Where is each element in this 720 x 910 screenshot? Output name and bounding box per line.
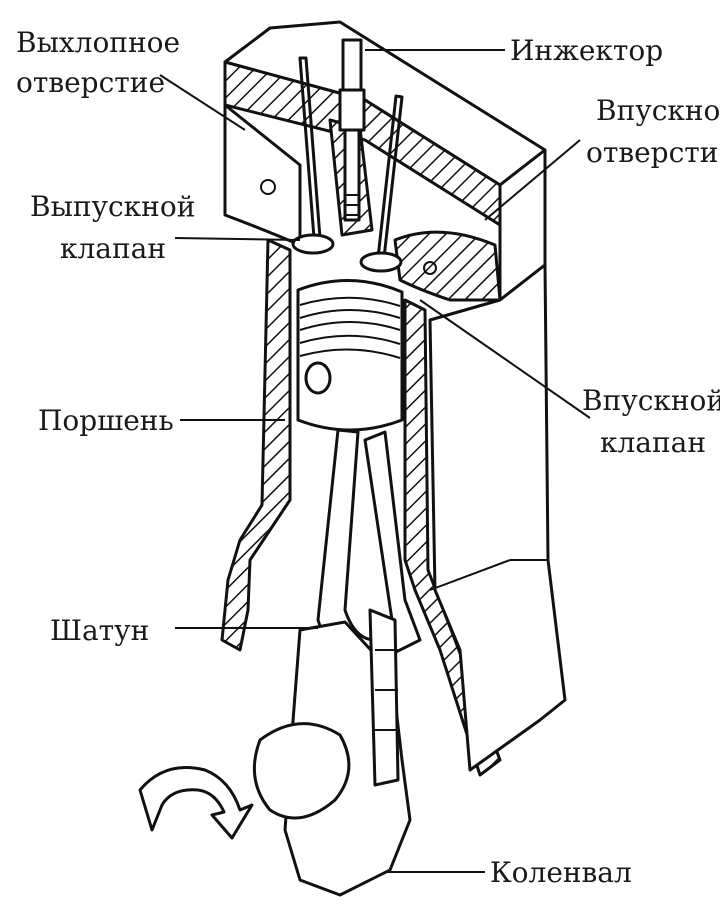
crank-counterweight — [370, 610, 398, 785]
label-connecting-rod: Шатун — [50, 614, 149, 647]
rotation-arrow-shape — [140, 768, 252, 839]
intake-valve-head — [361, 253, 401, 271]
piston — [298, 280, 402, 430]
injector-top — [343, 40, 361, 90]
label-intake-valve-line2: клапан — [600, 426, 706, 459]
injector — [340, 40, 364, 220]
label-intake-port-line2: отверстие — [586, 136, 720, 169]
label-injector: Инжектор — [510, 34, 663, 67]
label-piston: Поршень — [38, 404, 174, 437]
injector-body — [345, 130, 359, 220]
left-cylinder-wall — [222, 240, 290, 650]
exhaust-valve-head — [293, 235, 333, 253]
exhaust-port-body — [225, 105, 300, 245]
label-exhaust-valve-line1: Выпускной — [30, 190, 195, 223]
crankshaft — [254, 610, 410, 895]
piston-pin — [306, 363, 330, 393]
block-right-face — [430, 265, 565, 770]
rotation-arrow-icon — [140, 768, 252, 839]
label-intake-valve-line1: Впускной — [582, 384, 720, 417]
label-crankshaft: Коленвал — [490, 856, 632, 889]
injector-mid — [340, 90, 364, 130]
label-exhaust-port-line1: Выхлопное — [16, 26, 180, 59]
label-exhaust-valve-line2: клапан — [60, 232, 166, 265]
intake-port-block — [395, 232, 500, 300]
label-exhaust-port-line2: отверстие — [16, 66, 165, 99]
label-intake-port-line1: Впускное — [596, 94, 720, 127]
